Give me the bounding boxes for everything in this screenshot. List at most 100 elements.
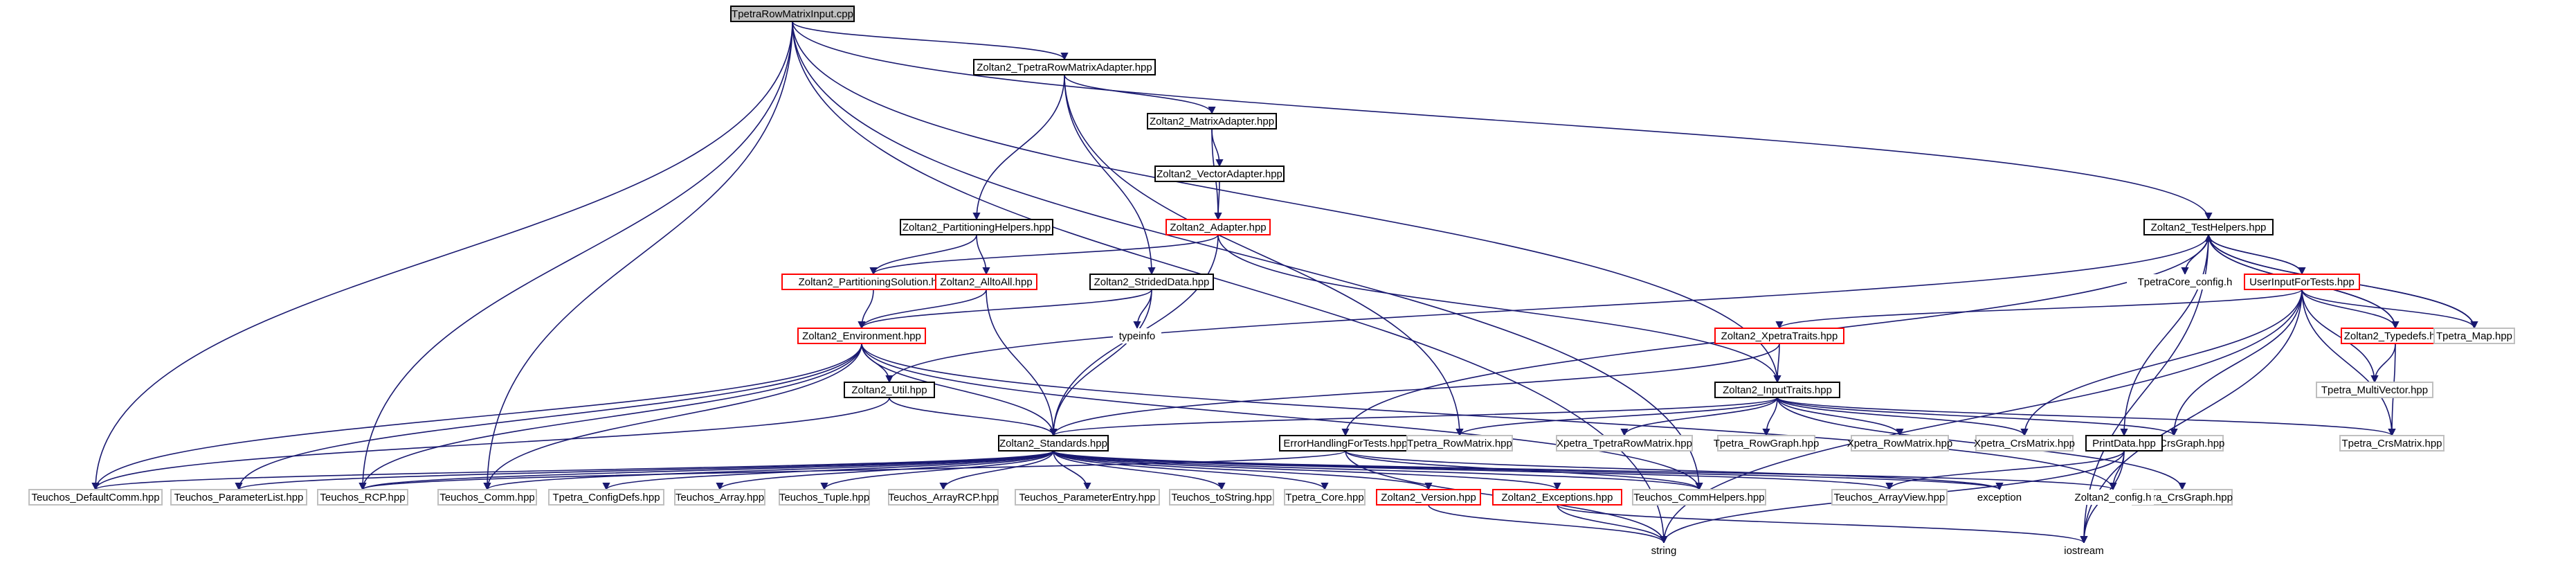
node-zoltan2Config: Zoltan2_config.h	[2072, 490, 2154, 505]
edge-testHelpers-to-util	[885, 234, 2209, 384]
node-xpetraRowMatrix[interactable]: Xpetra_RowMatrix.hpp	[1847, 435, 1953, 452]
edge-errorHandling-to-teuchosRCP	[359, 450, 1346, 491]
edge-root-to-teuchosCommHelpers	[792, 21, 1703, 491]
node-testHelpers[interactable]: Zoltan2_TestHelpers.hpp	[2143, 219, 2274, 235]
node-label-tpetraConfigDefs: Tpetra_ConfigDefs.hpp	[552, 492, 660, 503]
node-environment[interactable]: Zoltan2_Environment.hpp	[797, 328, 926, 344]
node-label-environment: Zoltan2_Environment.hpp	[802, 330, 921, 342]
node-util[interactable]: Zoltan2_Util.hpp	[844, 382, 935, 398]
node-tpetraCore[interactable]: Tpetra_Core.hpp	[1284, 489, 1366, 506]
node-tpetraCrsGraph[interactable]: Tpetra_CrsGraph.hpp	[2132, 489, 2233, 506]
node-inputTraits[interactable]: Zoltan2_InputTraits.hpp	[1714, 382, 1840, 398]
node-box-tpetraMultiVector	[2316, 382, 2433, 398]
node-teuchosArrayView[interactable]: Teuchos_ArrayView.hpp	[1831, 489, 1948, 506]
node-tpetraRowMatrix[interactable]: Tpetra_RowMatrix.hpp	[1406, 435, 1513, 452]
edge-zoltan2Exceptions-to-iostream	[1557, 504, 2088, 544]
node-errorHandling[interactable]: ErrorHandlingForTests.hpp	[1279, 435, 1412, 452]
edge-inputTraits-to-tpetraRowMatrix	[1455, 397, 1778, 437]
node-teuchosArrayRCP[interactable]: Teuchos_ArrayRCP.hpp	[888, 489, 999, 506]
node-teuchosParameterList[interactable]: Teuchos_ParameterList.hpp	[170, 489, 307, 506]
node-box-partHelpers	[900, 219, 1053, 235]
node-matrixAdapter[interactable]: Zoltan2_MatrixAdapter.hpp	[1147, 113, 1277, 129]
edge-standards-to-zoltan2Version	[1053, 450, 1433, 491]
edge-standards-to-teuchosParameterList	[235, 450, 1054, 491]
edge-inputTraits-to-tpetraRowGraph	[1762, 397, 1778, 437]
edge-root-to-tpetraAdapter	[792, 21, 1069, 61]
node-tpetraConfigDefs[interactable]: Tpetra_ConfigDefs.hpp	[548, 489, 664, 506]
node-teuchosRCP[interactable]: Teuchos_RCP.hpp	[317, 489, 408, 506]
edge-vectorAdapter-to-adapter	[1214, 181, 1222, 221]
node-tpetraCrsMatrix[interactable]: Tpetra_CrsMatrix.hpp	[2339, 435, 2445, 452]
node-label-string: string	[1651, 545, 1677, 557]
node-label-tpetraAdapter: Zoltan2_TpetraRowMatrixAdapter.hpp	[977, 62, 1152, 73]
node-box-tpetraConfigDefs	[548, 489, 664, 506]
node-tpetraMultiVector[interactable]: Tpetra_MultiVector.hpp	[2316, 382, 2433, 398]
edge-testHelpers-to-iostream	[2080, 234, 2209, 544]
node-label-typedefs: Zoltan2_Typedefs.hpp	[2344, 330, 2447, 342]
node-stridedData[interactable]: Zoltan2_StridedData.hpp	[1089, 274, 1214, 290]
node-tpetraAdapter[interactable]: Zoltan2_TpetraRowMatrixAdapter.hpp	[973, 59, 1156, 75]
node-label-standards: Zoltan2_Standards.hpp	[999, 438, 1107, 449]
node-teuchosToString[interactable]: Teuchos_toString.hpp	[1169, 489, 1274, 506]
edge-errorHandling-to-teuchosCommHelpers	[1345, 450, 1703, 491]
node-xpetraTpetraRowMatrix[interactable]: Xpetra_TpetraRowMatrix.hpp	[1556, 435, 1693, 452]
node-string: string	[1642, 543, 1686, 558]
node-teuchosDefaultComm[interactable]: Teuchos_DefaultComm.hpp	[28, 489, 163, 506]
node-box-teuchosDefaultComm	[28, 489, 163, 506]
node-teuchosParameterEntry[interactable]: Teuchos_ParameterEntry.hpp	[1015, 489, 1160, 506]
node-label-vectorAdapter: Zoltan2_VectorAdapter.hpp	[1157, 168, 1282, 180]
node-standards[interactable]: Zoltan2_Standards.hpp	[998, 435, 1109, 452]
node-box-tpetraCoreConfig	[2127, 274, 2243, 289]
node-label-teuchosDefaultComm: Teuchos_DefaultComm.hpp	[31, 492, 159, 503]
edge-environment-to-teuchosRCP	[359, 343, 862, 491]
node-box-util	[844, 382, 935, 398]
edge-errorHandling-to-exception	[1345, 450, 2004, 491]
node-box-matrixAdapter	[1147, 113, 1277, 129]
node-label-teuchosComm: Teuchos_Comm.hpp	[439, 492, 535, 503]
node-adapter[interactable]: Zoltan2_Adapter.hpp	[1165, 219, 1271, 235]
node-root[interactable]: TpetraRowMatrixInput.cpp	[730, 6, 855, 22]
node-box-teuchosComm	[437, 489, 537, 506]
node-zoltan2Version[interactable]: Zoltan2_Version.hpp	[1376, 489, 1481, 506]
node-label-zoltan2Version: Zoltan2_Version.hpp	[1381, 492, 1476, 503]
edge-util-to-standards	[889, 397, 1058, 437]
node-xpetraCrsMatrix[interactable]: Xpetra_CrsMatrix.hpp	[1974, 435, 2075, 452]
node-typedefs[interactable]: Zoltan2_Typedefs.hpp	[2341, 328, 2450, 344]
node-printData[interactable]: PrintData.hpp	[2085, 435, 2163, 452]
edge-userInput-to-tpetraCrsMatrix	[2301, 289, 2396, 437]
node-box-inputTraits	[1714, 382, 1840, 398]
edge-environment-to-standards	[861, 343, 1058, 437]
node-teuchosCommHelpers[interactable]: Teuchos_CommHelpers.hpp	[1632, 489, 1766, 506]
node-partHelpers[interactable]: Zoltan2_PartitioningHelpers.hpp	[900, 219, 1053, 235]
node-tpetraMap[interactable]: Tpetra_Map.hpp	[2433, 328, 2515, 344]
node-label-zoltan2Config: Zoltan2_config.h	[2075, 492, 2152, 503]
node-teuchosTuple[interactable]: Teuchos_Tuple.hpp	[779, 489, 870, 506]
node-box-vectorAdapter	[1154, 166, 1285, 182]
node-box-zoltan2Version	[1376, 489, 1481, 506]
node-xpetraTraits[interactable]: Zoltan2_XpetraTraits.hpp	[1714, 328, 1844, 344]
node-box-zoltan2Config	[2072, 490, 2154, 505]
node-box-xpetraTraits	[1714, 328, 1844, 344]
edge-partHelpers-to-partSolution	[869, 234, 977, 276]
edge-root-to-teuchosDefaultComm	[91, 21, 793, 491]
node-label-tpetraRowMatrix: Tpetra_RowMatrix.hpp	[1407, 438, 1512, 449]
node-box-tpetraCore	[1284, 489, 1366, 506]
node-alltoall[interactable]: Zoltan2_AlltoAll.hpp	[935, 274, 1037, 290]
node-partSolution[interactable]: Zoltan2_PartitioningSolution.hpp	[781, 274, 965, 290]
edge-environment-to-teuchosComm	[483, 343, 862, 491]
node-vectorAdapter[interactable]: Zoltan2_VectorAdapter.hpp	[1154, 166, 1285, 182]
node-label-stridedData: Zoltan2_StridedData.hpp	[1094, 276, 1210, 288]
node-label-xpetraTraits: Zoltan2_XpetraTraits.hpp	[1721, 330, 1838, 342]
edge-tpetraAdapter-to-stridedData	[1064, 74, 1156, 276]
node-userInput[interactable]: UserInputForTests.hpp	[2244, 274, 2360, 290]
node-label-inputTraits: Zoltan2_InputTraits.hpp	[1723, 384, 1832, 396]
node-tpetraRowGraph[interactable]: Tpetra_RowGraph.hpp	[1714, 435, 1820, 452]
node-zoltan2Exceptions[interactable]: Zoltan2_Exceptions.hpp	[1492, 489, 1622, 506]
node-teuchosArray[interactable]: Teuchos_Array.hpp	[674, 489, 765, 506]
node-label-exception: exception	[1977, 492, 2022, 503]
node-label-teuchosToString: Teuchos_toString.hpp	[1171, 492, 1271, 503]
edge-zoltan2Version-to-string	[1428, 504, 1668, 544]
node-box-stridedData	[1089, 274, 1214, 290]
node-teuchosComm[interactable]: Teuchos_Comm.hpp	[437, 489, 537, 506]
